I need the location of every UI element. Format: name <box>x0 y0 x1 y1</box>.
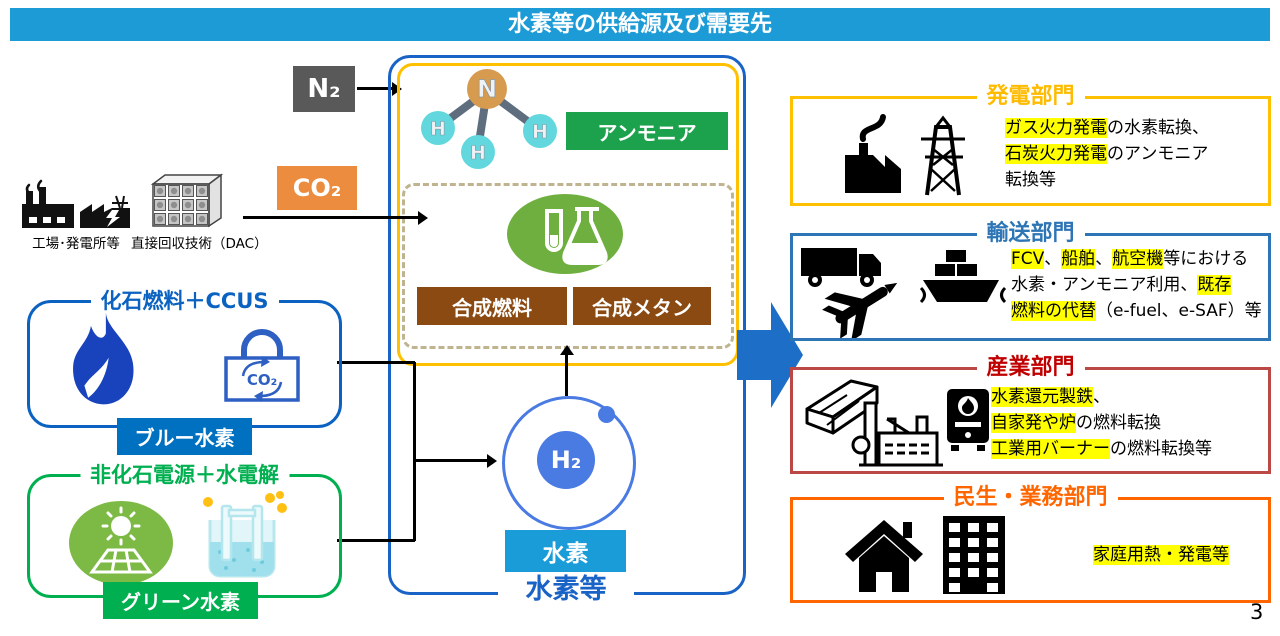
furnace-icon <box>947 389 989 451</box>
ship-icon <box>919 250 1007 304</box>
atom-h-label: H <box>470 142 486 164</box>
page-title: 水素等の供給源及び需要先 <box>10 8 1270 41</box>
residential-icons <box>845 516 1005 594</box>
co2-badge: CO₂ <box>277 166 357 210</box>
ammonia-label: アンモニア <box>566 112 728 150</box>
flow-arrow-icon <box>737 302 803 408</box>
lock-co2-label: CO₂ <box>247 371 277 389</box>
h2-atom-icon <box>502 396 636 530</box>
atom-n-label: N <box>477 75 497 103</box>
flask-icon <box>507 194 623 274</box>
dac-unit-icon <box>150 173 224 228</box>
supply-bracket-line <box>413 362 416 541</box>
h2-symbol: H₂ <box>537 431 595 489</box>
transmission-tower-icon <box>921 115 965 196</box>
transport-icons <box>801 248 1007 338</box>
solar-panel-icon <box>69 501 173 585</box>
sector-industry-title: 産業部門 <box>976 353 1085 383</box>
co2-lock-icon: CO₂ <box>224 329 300 402</box>
sector-industry-text: 水素還元製鉄、自家発や炉の燃料転換工業用バーナーの燃料転換等 <box>991 387 1212 459</box>
factory-sources-label: 工場･発電所等 <box>32 236 120 252</box>
sector-power-title: 発電部門 <box>976 82 1085 112</box>
h2-to-synfuel-arrow-icon <box>559 345 574 396</box>
sector-power-text: ガス火力発電の水素転換、石炭火力発電のアンモニア転換等 <box>1005 118 1209 190</box>
renewable-electrolysis-title: 非化石電源＋水電解 <box>80 460 289 490</box>
electron-dot-icon <box>598 406 615 423</box>
supply-to-h2-arrow-icon <box>416 453 497 468</box>
hydrogen-group-label: 水素等 <box>498 574 634 606</box>
page-number: 3 <box>1250 600 1264 624</box>
blue-hydrogen-tag: ブルー水素 <box>117 418 252 455</box>
sector-transport-title: 輸送部門 <box>976 219 1085 249</box>
sector-industry: 産業部門 <box>790 353 1271 474</box>
factory-outline-icon <box>851 401 943 467</box>
truck-icon <box>801 248 881 287</box>
house-icon <box>845 520 923 592</box>
flame-icon <box>73 312 134 405</box>
airplane-icon <box>822 282 898 338</box>
fossil-ccus-box: 化石燃料＋CCUS <box>27 286 342 428</box>
sector-residential: 民生・業務部門 家庭用熱・発電等 <box>790 483 1271 603</box>
renewable-electrolysis-box: 非化石電源＋水電解 <box>27 460 342 598</box>
ammonia-molecule-icon: N H H H <box>421 69 557 169</box>
power-plant-icon <box>845 114 965 196</box>
blue-h2-connector-line <box>337 361 415 364</box>
industry-icons <box>805 379 989 467</box>
sector-residential-text: 家庭用熱・発電等 <box>1093 545 1229 565</box>
sector-transport-text: FCV、船舶、航空機等における水素・アンモニア利用、既存燃料の代替（e-fuel… <box>1011 249 1262 321</box>
sector-transport: 輸送部門 <box>790 219 1271 341</box>
co2-arrow-icon <box>243 210 428 225</box>
ammonia-synfuel-box <box>397 63 739 366</box>
synthetic-methane-label: 合成メタン <box>573 287 711 325</box>
fossil-ccus-title: 化石燃料＋CCUS <box>90 286 279 316</box>
synthetic-fuel-label: 合成燃料 <box>417 287 567 325</box>
dac-label: 直接回収技術（DAC） <box>131 236 268 252</box>
steel-beam-icon <box>805 379 879 435</box>
factory-icon <box>22 179 130 228</box>
electrolysis-icon <box>203 491 287 578</box>
building-icon <box>943 516 1005 594</box>
atom-h-label: H <box>430 118 446 140</box>
green-h2-connector-line <box>337 539 415 542</box>
sector-power: 発電部門 ガス火力発電の水素転換、石炭火力発電のアンモニア転換等 <box>790 82 1271 206</box>
green-hydrogen-tag: グリーン水素 <box>103 582 258 619</box>
atom-h-label: H <box>532 121 548 143</box>
sector-residential-title: 民生・業務部門 <box>943 483 1118 513</box>
hydrogen-label: 水素 <box>505 530 626 572</box>
n2-badge: N₂ <box>293 66 355 112</box>
